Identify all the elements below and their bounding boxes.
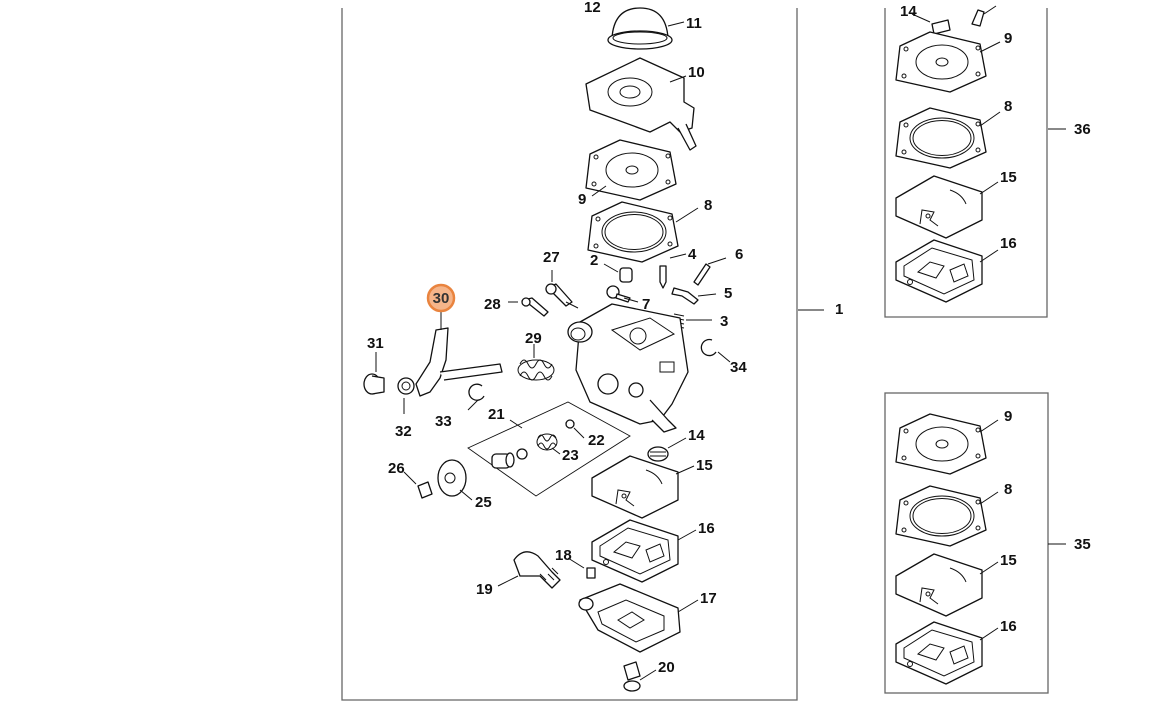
clip-33 bbox=[467, 383, 485, 411]
part-label-20[interactable]: 20 bbox=[658, 659, 675, 676]
kit-label-35[interactable]: 35 bbox=[1074, 536, 1091, 553]
washer-32 bbox=[397, 377, 415, 414]
screw-7 bbox=[606, 285, 639, 303]
part-label-32[interactable]: 32 bbox=[395, 423, 412, 440]
circlip-34 bbox=[700, 338, 731, 363]
part-label-7[interactable]: 7 bbox=[642, 296, 650, 313]
part-label-17[interactable]: 17 bbox=[700, 590, 717, 607]
flap-25 bbox=[437, 459, 473, 501]
pin-18 bbox=[567, 557, 596, 579]
pump-gasket-main bbox=[591, 519, 697, 583]
needle-28 bbox=[508, 297, 549, 317]
pump-diaphragm-kit36 bbox=[895, 175, 999, 239]
strainer-kit36 bbox=[911, 13, 951, 35]
part-label-11[interactable]: 11 bbox=[686, 15, 702, 32]
strainer-main bbox=[647, 437, 687, 462]
kit36-label-8[interactable]: 8 bbox=[1004, 98, 1012, 115]
screw-26 bbox=[403, 471, 433, 499]
part-label-14[interactable]: 14 bbox=[688, 427, 705, 444]
gasket-main bbox=[587, 201, 699, 263]
small-part-2 bbox=[603, 263, 633, 283]
pump-cover bbox=[578, 583, 699, 653]
kit35-label-9[interactable]: 9 bbox=[1004, 408, 1012, 425]
part-label-19[interactable]: 19 bbox=[476, 581, 493, 598]
part-label-1[interactable]: 1 bbox=[835, 301, 843, 318]
part-label-2[interactable]: 2 bbox=[590, 252, 598, 269]
part-label-6[interactable]: 6 bbox=[735, 246, 743, 263]
part-label-5[interactable]: 5 bbox=[724, 285, 732, 302]
part-label-3[interactable]: 3 bbox=[720, 313, 728, 330]
kit36-label-14[interactable]: 14 bbox=[900, 3, 917, 20]
ball-22 bbox=[565, 419, 585, 439]
kit-36-frame bbox=[884, 8, 1048, 318]
part-label-4[interactable]: 4 bbox=[688, 246, 697, 263]
plug-21 bbox=[491, 448, 528, 469]
part-label-29[interactable]: 29 bbox=[525, 330, 542, 347]
needle-kit36 bbox=[971, 5, 997, 27]
part-label-30[interactable]: 30 bbox=[433, 290, 450, 307]
kit35-label-8[interactable]: 8 bbox=[1004, 481, 1012, 498]
diaphragm-kit35 bbox=[895, 413, 999, 475]
main-assembly-frame bbox=[341, 8, 798, 701]
needle-4 bbox=[659, 253, 687, 289]
gasket-kit35 bbox=[895, 485, 999, 547]
part-label-23[interactable]: 23 bbox=[562, 447, 579, 464]
part-label-16[interactable]: 16 bbox=[698, 520, 715, 537]
spring-29 bbox=[517, 344, 555, 381]
kit35-label-16[interactable]: 16 bbox=[1000, 618, 1017, 635]
part-label-26[interactable]: 26 bbox=[388, 460, 405, 477]
part-label-22[interactable]: 22 bbox=[588, 432, 605, 449]
kit-21-frame bbox=[467, 401, 631, 497]
diaphragm-main bbox=[585, 139, 677, 201]
primer-bulb bbox=[607, 7, 685, 50]
kit36-label-16[interactable]: 16 bbox=[1000, 235, 1017, 252]
part-label-28[interactable]: 28 bbox=[484, 296, 501, 313]
kit-35-frame bbox=[884, 392, 1049, 694]
carburetor-body bbox=[567, 303, 689, 433]
part-label-21[interactable]: 21 bbox=[488, 406, 505, 423]
pump-gasket-kit35 bbox=[895, 621, 999, 685]
spring-23 bbox=[536, 433, 561, 455]
part-label-34[interactable]: 34 bbox=[730, 359, 747, 376]
part-label-27[interactable]: 27 bbox=[543, 249, 560, 266]
carburetor-cover bbox=[585, 57, 697, 151]
kit35-label-15[interactable]: 15 bbox=[1000, 552, 1017, 569]
part-label-10[interactable]: 10 bbox=[688, 64, 705, 81]
lever-5 bbox=[671, 287, 717, 305]
diaphragm-kit36 bbox=[895, 31, 1001, 93]
kit36-label-9[interactable]: 9 bbox=[1004, 30, 1012, 47]
part-label-33[interactable]: 33 bbox=[435, 413, 452, 430]
pump-diaphragm-kit35 bbox=[895, 553, 999, 617]
pump-gasket-kit36 bbox=[895, 239, 999, 303]
part-label-15[interactable]: 15 bbox=[696, 457, 713, 474]
callout-30-highlight[interactable]: 30 bbox=[426, 283, 456, 313]
pin-6 bbox=[693, 257, 727, 286]
throttle-lever bbox=[415, 312, 503, 397]
gasket-kit36 bbox=[895, 107, 1001, 169]
part-label-18[interactable]: 18 bbox=[555, 547, 572, 564]
kit-label-36[interactable]: 36 bbox=[1074, 121, 1091, 138]
part-label-8[interactable]: 8 bbox=[704, 197, 712, 214]
part-label-9[interactable]: 9 bbox=[578, 191, 586, 208]
needle-27 bbox=[545, 270, 579, 309]
pump-diaphragm-main bbox=[591, 455, 695, 519]
nozzle-19 bbox=[497, 551, 561, 589]
screw-31 bbox=[363, 352, 385, 395]
part-label-12[interactable]: 12 bbox=[584, 0, 601, 16]
part-label-31[interactable]: 31 bbox=[367, 335, 384, 352]
kit36-label-15[interactable]: 15 bbox=[1000, 169, 1017, 186]
part-label-25[interactable]: 25 bbox=[475, 494, 492, 511]
screw-20 bbox=[623, 661, 657, 692]
